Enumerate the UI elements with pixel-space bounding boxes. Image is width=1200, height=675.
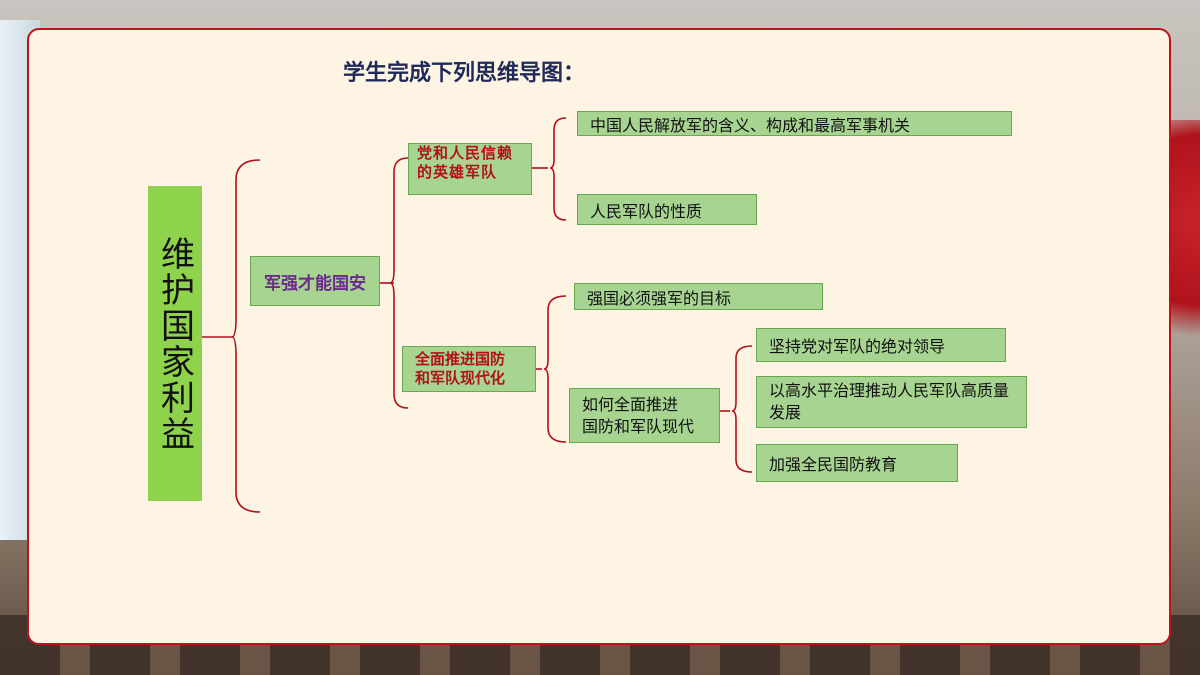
branch-b-goal: 强国必须强军的目标: [574, 283, 823, 310]
branch-a-item-1-label: 中国人民解放军的含义、构成和最高军事机关: [590, 115, 911, 135]
how-item-1: 坚持党对军队的绝对领导: [756, 328, 1006, 362]
how-item-1-label: 坚持党对军队的绝对领导: [769, 337, 946, 356]
branch-b-label-line2: 和军队现代化: [415, 369, 506, 387]
branch-b-goal-label: 强国必须强军的目标: [587, 288, 732, 308]
level1-bracket: [389, 157, 409, 409]
root-node: 维护国家利益: [148, 186, 202, 501]
root-label: 维护国家利益: [154, 235, 195, 452]
how-label-line2: 国防和军队现代: [582, 416, 695, 436]
level1-label: 军强才能国安: [264, 273, 366, 294]
how-item-2-label: 以高水平治理推动人民军队高质量发展: [769, 381, 1010, 422]
branch-a-node: 党和人民信赖的英雄军队: [408, 143, 532, 195]
branch-b-label-line1: 全面推进国防: [415, 350, 506, 368]
branch-b-bracket: [543, 295, 567, 443]
branch-a-item-2: 人民军队的性质: [577, 194, 757, 225]
how-node: 如何全面推进 国防和军队现代: [569, 388, 720, 443]
branch-a-item-1: 中国人民解放军的含义、构成和最高军事机关: [577, 111, 1012, 136]
level1-node: 军强才能国安: [250, 256, 380, 306]
page-title: 学生完成下列思维导图：: [343, 61, 586, 86]
branch-a-item-2-label: 人民军队的性质: [590, 201, 703, 221]
how-item-2: 以高水平治理推动人民军队高质量发展: [756, 376, 1027, 428]
root-bracket: [231, 159, 261, 513]
how-bracket: [731, 345, 753, 473]
branch-b-node: 全面推进国防 和军队现代化: [402, 346, 536, 392]
how-item-3: 加强全民国防教育: [756, 444, 958, 482]
how-item-3-label: 加强全民国防教育: [769, 455, 898, 474]
how-label-line1: 如何全面推进: [582, 394, 679, 414]
branch-a-bracket: [549, 117, 567, 221]
branch-a-label: 党和人民信赖的英雄军队: [417, 144, 514, 181]
